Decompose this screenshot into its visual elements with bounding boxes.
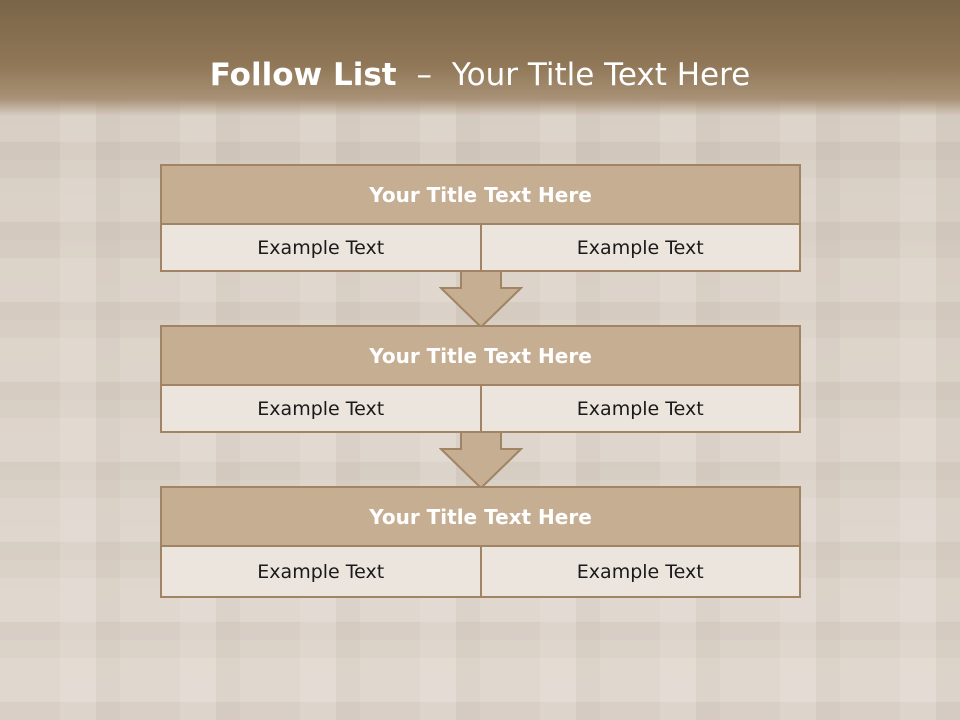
list-block-title: Your Title Text Here [162, 327, 799, 386]
list-block-cell-right: Example Text [479, 386, 800, 431]
list-block-row: Example Text Example Text [162, 547, 799, 596]
slide-title: Follow List – Your Title Text Here [0, 52, 960, 98]
list-block-row: Example Text Example Text [162, 225, 799, 270]
slide-title-rest: Your Title Text Here [451, 57, 751, 93]
down-arrow-icon [439, 432, 523, 490]
slide-title-bold: Follow List [209, 57, 397, 93]
list-block-title: Your Title Text Here [162, 166, 799, 225]
list-block-2: Your Title Text Here Example Text Exampl… [160, 325, 801, 433]
list-block-cell-left: Example Text [257, 560, 385, 583]
list-block-cell-right: Example Text [479, 547, 800, 596]
list-block-cell-right: Example Text [479, 225, 800, 270]
list-block-1: Your Title Text Here Example Text Exampl… [160, 164, 801, 272]
list-block-row: Example Text Example Text [162, 386, 799, 431]
slide-title-dash: – [416, 57, 432, 93]
list-block-cell-left: Example Text [257, 236, 385, 259]
down-arrow-icon [439, 271, 523, 329]
list-block-cell-left: Example Text [257, 397, 385, 420]
list-block-title: Your Title Text Here [162, 488, 799, 547]
list-block-3: Your Title Text Here Example Text Exampl… [160, 486, 801, 598]
title-bar [0, 0, 960, 116]
